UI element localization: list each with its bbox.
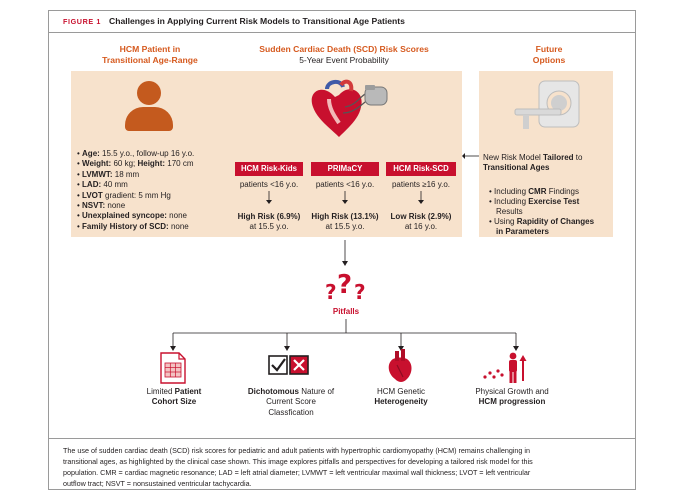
left-column-title: HCM Patient in Transitional Age-Range <box>75 44 225 65</box>
caption-line: transitional ages, as highlighted by the… <box>63 457 533 466</box>
score-down-arrows <box>266 191 424 204</box>
fact-item: Family History of SCD: none <box>77 222 229 232</box>
risk-scores-panel: HCM Risk-Kids PRIMaCY HCM Risk-SCD patie… <box>227 71 462 237</box>
pitfall-growth: Physical Growth and HCM progression <box>475 387 549 407</box>
fact-item: NSVT: none <box>77 201 229 211</box>
pitfalls-label: Pitfalls <box>332 307 360 316</box>
table-document-icon <box>160 352 186 384</box>
figure-label: FIGURE 1 <box>63 17 101 26</box>
svg-text:?: ? <box>354 280 366 304</box>
pitfall-genetic: HCM Genetic Heterogeneity <box>374 387 428 407</box>
right-column-title: Future Options <box>519 44 579 65</box>
hcm-risk-kids-pill: HCM Risk-Kids <box>235 162 303 176</box>
fact-item: Unexplained syncope: none <box>77 211 229 221</box>
future-bullet-list: • Including CMR Findings • Including Exe… <box>489 187 613 237</box>
heart-pacemaker-icon <box>311 79 388 137</box>
pitfalls-down-arrow <box>342 240 348 266</box>
future-bullet: • Including CMR Findings <box>489 187 579 196</box>
anatomical-heart-icon <box>388 349 412 382</box>
risk-kids-result: High Risk (6.9%)at 15.5 y.o. <box>237 212 301 231</box>
risk-scd-patients: patients ≥16 y.o. <box>391 180 451 189</box>
fact-item: LVMWT: 18 mm <box>77 170 229 180</box>
fact-item: LAD: 40 mm <box>77 180 229 190</box>
center-column-title: Sudden Cardiac Death (SCD) Risk Scores <box>259 44 429 54</box>
patient-panel: Age: 15.5 y.o., follow-up 16 y.o. Weight… <box>71 71 229 237</box>
figure-caption: The use of sudden cardiac death (SCD) ri… <box>49 438 635 490</box>
risk-kids-patients: patients <16 y.o. <box>239 180 299 189</box>
future-bullet: • Using Rapidity of Changes <box>489 217 595 226</box>
fact-item: Weight: 60 kg; Height: 170 cm <box>77 159 229 169</box>
hcm-risk-scd-pill: HCM Risk-SCD <box>386 162 456 176</box>
future-model-text: New Risk Model Tailored to Transitional … <box>483 153 583 172</box>
check-x-boxes-icon <box>268 355 309 375</box>
center-column-subtitle: 5-Year Event Probability <box>299 55 389 65</box>
fact-item: LVOT gradient: 5 mm Hg <box>77 191 229 201</box>
mri-scanner-icon <box>514 80 580 129</box>
pitfall-dichotomous: Dichotomous Nature of Current Score Clas… <box>247 387 335 417</box>
future-bullet-cont: in Parameters <box>496 227 549 236</box>
caption-line: The use of sudden cardiac death (SCD) ri… <box>63 446 531 455</box>
figure: FIGURE 1 Challenges in Applying Current … <box>48 10 636 490</box>
left-title-line2: Transitional Age-Range <box>102 54 198 65</box>
future-options-panel: New Risk Model Tailored to Transitional … <box>479 71 613 237</box>
left-title-line1: HCM Patient in <box>119 44 181 54</box>
question-marks-icon: ? ? ? <box>325 270 366 304</box>
right-connector-arrow <box>462 153 480 159</box>
figure-header: FIGURE 1 Challenges in Applying Current … <box>49 11 635 33</box>
caption-line: population. CMR = cardiac magnetic reson… <box>63 468 531 477</box>
fact-item: Age: 15.5 y.o., follow-up 16 y.o. <box>77 149 229 159</box>
primacy-result: High Risk (13.1%)at 15.5 y.o. <box>311 212 379 231</box>
patient-facts-list: Age: 15.5 y.o., follow-up 16 y.o. Weight… <box>77 149 229 232</box>
growth-figure-icon <box>483 352 527 383</box>
svg-text:?: ? <box>337 270 352 300</box>
pitfall-cohort-size: Limited Patient Cohort Size <box>146 387 202 407</box>
risk-scd-result: Low Risk (2.9%)at 16 y.o. <box>390 212 452 231</box>
svg-text:?: ? <box>325 280 337 304</box>
pitfalls-tree-connector <box>170 319 519 351</box>
right-title-line2: Options <box>532 54 566 65</box>
primacy-pill: PRIMaCY <box>311 162 379 176</box>
primacy-patients: patients <16 y.o. <box>315 180 375 189</box>
future-bullet: • Including Exercise Test <box>489 197 580 206</box>
right-title-line1: Future <box>535 44 563 54</box>
figure-title: Challenges in Applying Current Risk Mode… <box>109 16 405 26</box>
caption-line: outflow tract; NSVT = nonsustained ventr… <box>63 479 252 488</box>
future-bullet-cont: Results <box>496 207 523 216</box>
